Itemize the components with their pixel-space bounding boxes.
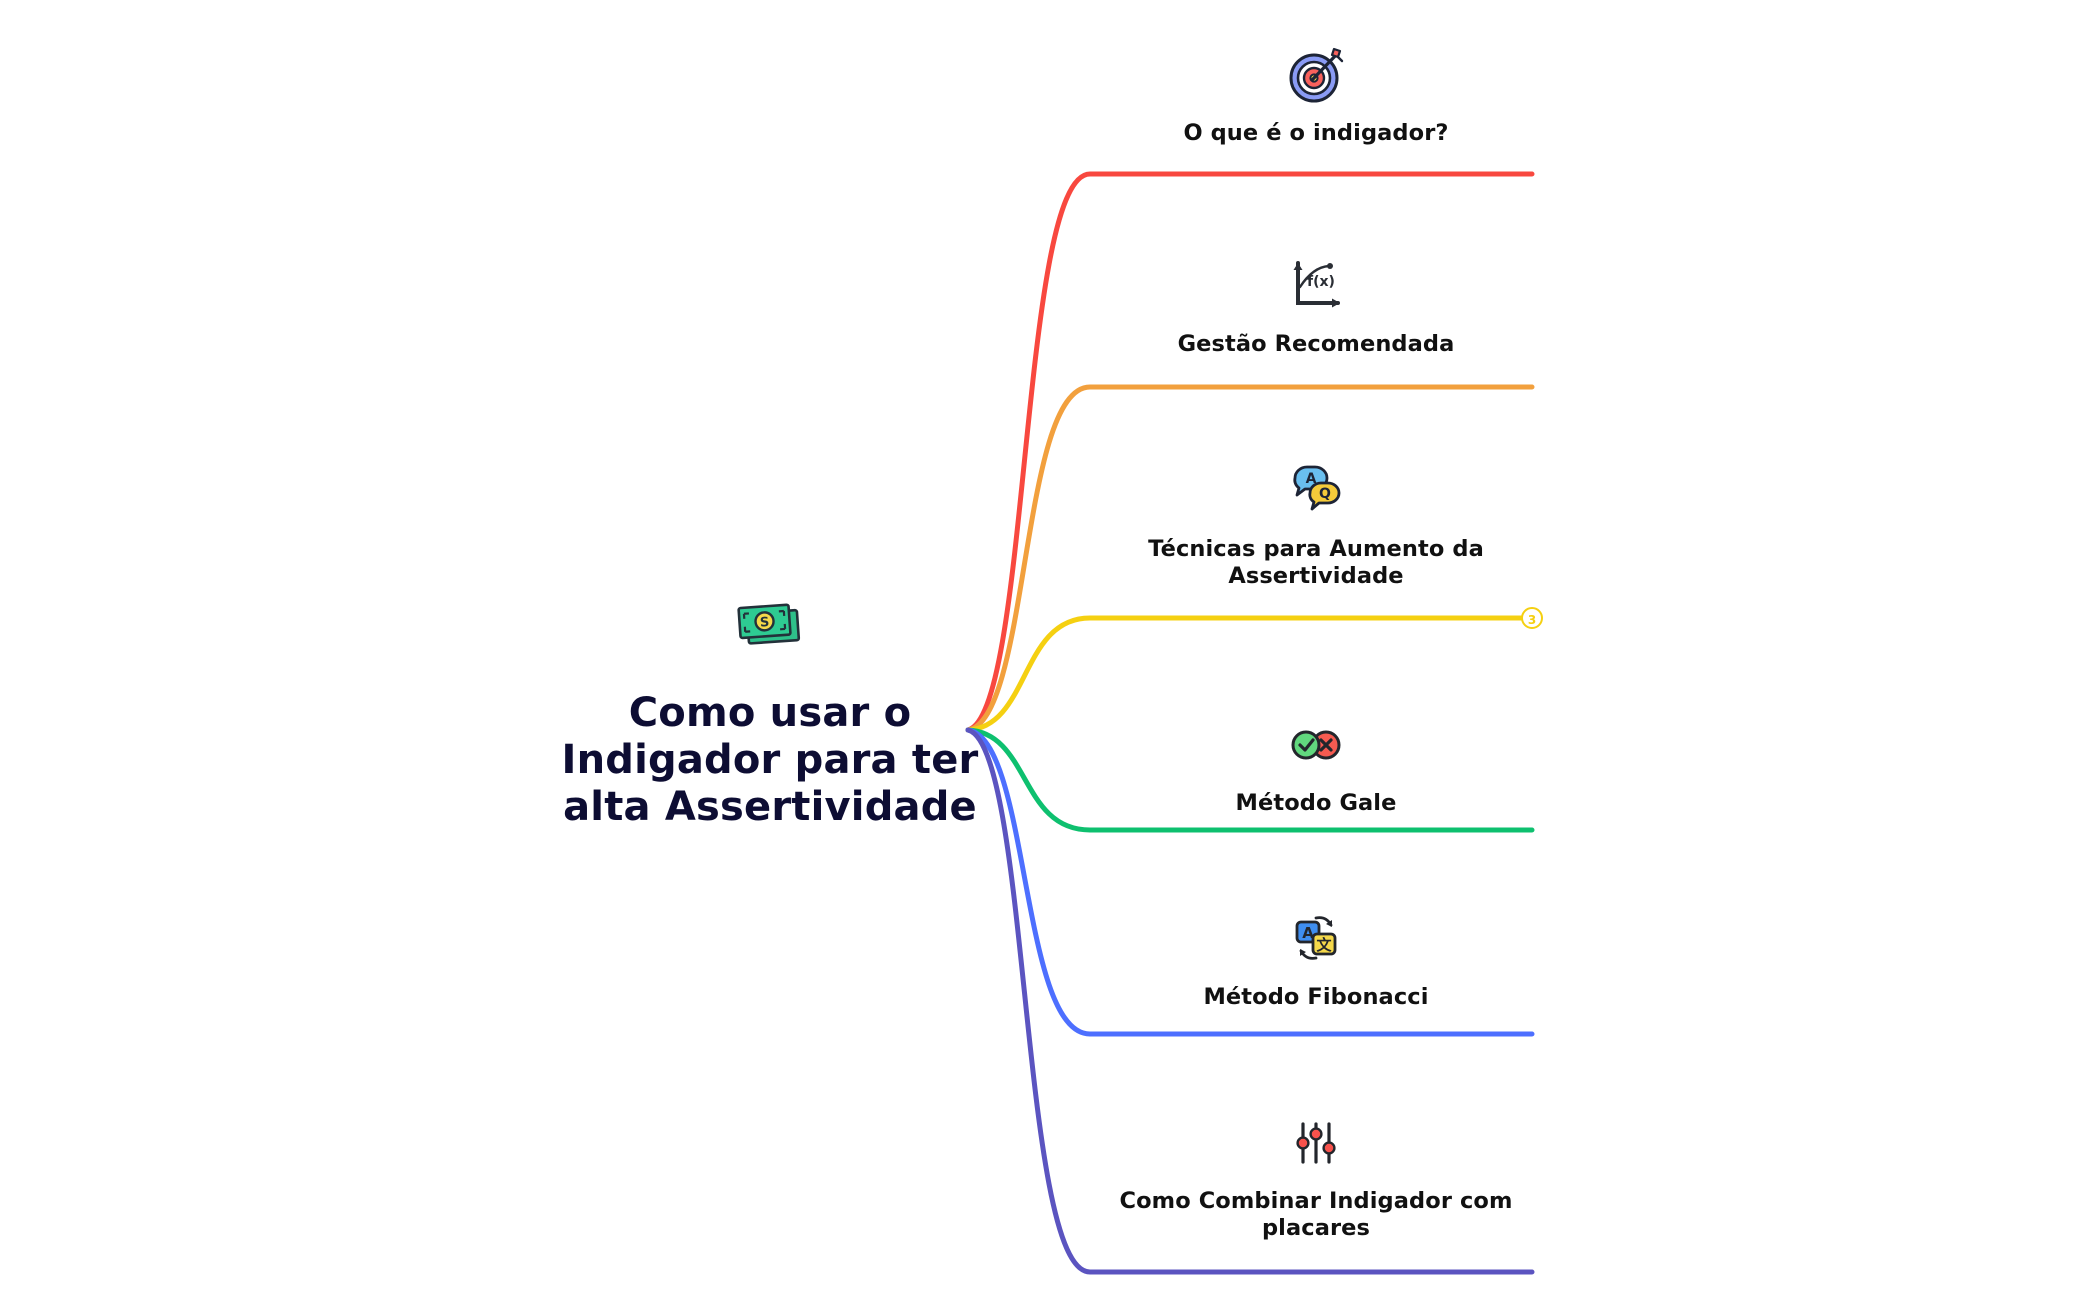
branch-node-como-combinar-indigador-com-placares[interactable]: Como Combinar Indigador com placares — [1096, 1112, 1536, 1243]
branch-node-metodo-gale[interactable]: Método Gale — [1096, 714, 1536, 817]
branch-node-tecnicas-para-aumento-da-assertividade[interactable]: A Q Técnicas para Aumento da Assertivida… — [1096, 460, 1536, 591]
svg-text:f(x): f(x) — [1307, 274, 1335, 290]
translate-icon: A 文 — [1295, 916, 1337, 960]
svg-text:文: 文 — [1316, 936, 1332, 954]
branch-label: Método Gale — [1235, 790, 1397, 816]
branch-node-metodo-fibonacci[interactable]: A 文 Método Fibonacci — [1096, 908, 1536, 1011]
svg-text:S: S — [759, 615, 769, 631]
branch-label: O que é o indigador? — [1183, 120, 1449, 146]
branch-badge-count[interactable]: 3 — [1521, 607, 1543, 629]
speech-bubbles-aq-icon: A Q — [1293, 465, 1341, 511]
money-banknote-icon: S — [737, 603, 801, 645]
branch-node-o-que-e-o-indigador[interactable]: O que é o indigador? — [1096, 44, 1536, 147]
svg-text:A: A — [1306, 471, 1317, 487]
branch-label: Como Combinar Indigador com placares — [1119, 1188, 1513, 1242]
branch-label: Gestão Recomendada — [1177, 331, 1455, 357]
branch-label: Técnicas para Aumento da Assertividade — [1148, 536, 1484, 590]
svg-text:A: A — [1302, 924, 1314, 942]
central-title: Como usar o Indigador para ter alta Asse… — [561, 690, 979, 831]
function-graph-icon: f(x) — [1293, 261, 1340, 308]
svg-text:Q: Q — [1319, 486, 1331, 502]
branch-node-gestao-recomendada[interactable]: f(x) Gestão Recomendada — [1096, 255, 1536, 358]
sliders-levels-icon — [1296, 1122, 1336, 1164]
check-cross-circles-icon — [1291, 730, 1341, 760]
dartboard-target-icon — [1289, 47, 1344, 103]
branch-label: Método Fibonacci — [1203, 984, 1429, 1010]
central-node[interactable]: S Como usar o Indigador para ter alta As… — [520, 600, 1020, 832]
